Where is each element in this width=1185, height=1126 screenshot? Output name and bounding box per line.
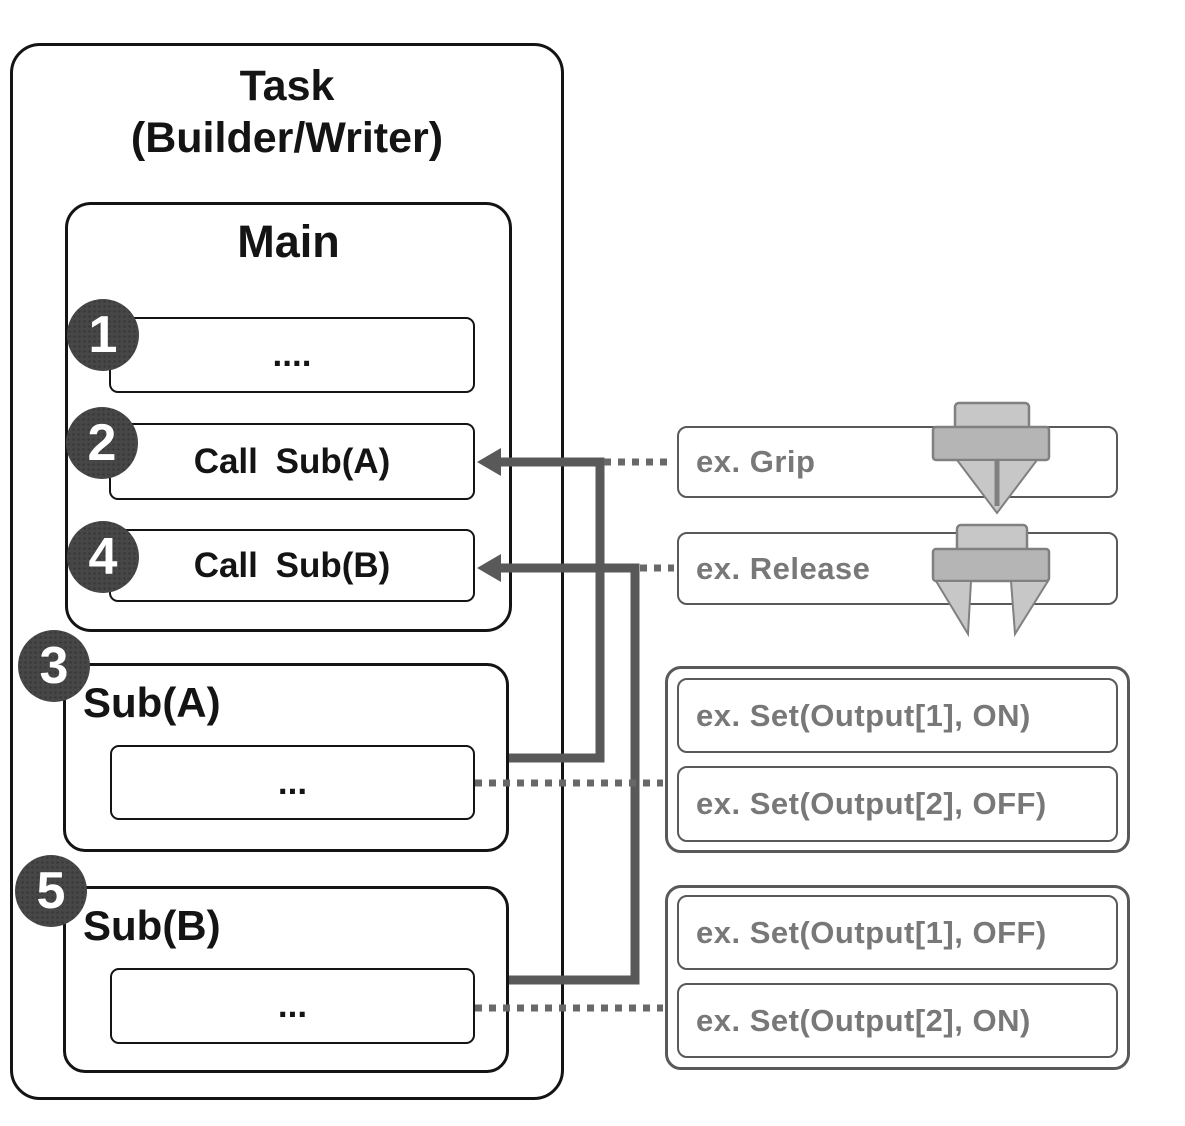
main-title: Main	[237, 216, 340, 267]
main-step-call-sub-b-label: Call Sub(B)	[193, 545, 391, 585]
task-title-line2: (Builder/Writer)	[130, 114, 444, 162]
badge-4: 4	[67, 521, 139, 593]
example-grip-label: ex. Grip	[696, 444, 816, 479]
example-grip-box: ex. Grip	[677, 426, 1118, 498]
main-step-call-sub-b-box: Call Sub(B)	[109, 529, 475, 602]
main-step-1-label: ....	[272, 335, 312, 374]
main-step-call-sub-a-label: Call Sub(A)	[193, 441, 391, 481]
sub-a-body-box: ...	[110, 745, 475, 820]
example-release-box: ex. Release	[677, 532, 1118, 605]
example-set-output2-off-box: ex. Set(Output[2], OFF)	[677, 766, 1118, 842]
example-set-output2-on-label: ex. Set(Output[2], ON)	[696, 1002, 1031, 1038]
main-step-call-sub-a-box: Call Sub(A)	[109, 423, 475, 500]
main-step-1-box: ....	[109, 317, 475, 393]
task-title-line1: Task	[239, 62, 335, 110]
sub-b-body-label: ...	[277, 986, 308, 1025]
sub-b-title: Sub(B)	[83, 902, 221, 949]
example-set-output2-on-box: ex. Set(Output[2], ON)	[677, 983, 1118, 1058]
badge-1: 1	[67, 299, 139, 371]
example-set-output1-on-label: ex. Set(Output[1], ON)	[696, 697, 1031, 733]
sub-a-title: Sub(A)	[83, 679, 221, 726]
badge-3: 3	[18, 630, 90, 702]
sub-a-body-label: ...	[277, 762, 308, 802]
badge-2: 2	[66, 407, 138, 479]
example-set-output1-off-label: ex. Set(Output[1], OFF)	[696, 914, 1047, 950]
badge-5: 5	[15, 855, 87, 927]
example-set-output1-on-box: ex. Set(Output[1], ON)	[677, 678, 1118, 753]
example-release-label: ex. Release	[696, 550, 871, 586]
example-set-output1-off-box: ex. Set(Output[1], OFF)	[677, 895, 1118, 970]
sub-b-body-box: ...	[110, 968, 475, 1044]
task-title: Task (Builder/Writer)	[10, 60, 564, 164]
example-set-output2-off-label: ex. Set(Output[2], OFF)	[696, 786, 1047, 821]
